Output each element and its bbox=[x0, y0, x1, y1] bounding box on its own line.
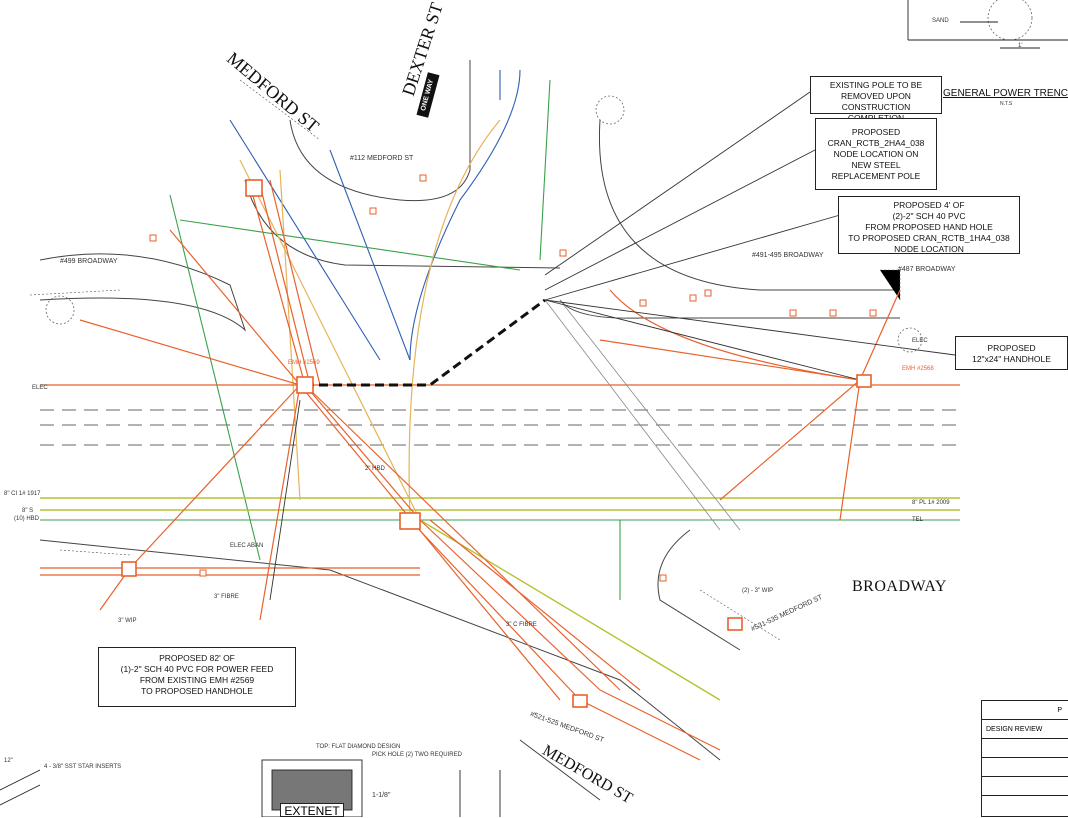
section-title: GENERAL POWER TRENC bbox=[943, 88, 1068, 99]
callout-power-feed: PROPOSED 82' OF (1)-2" SCH 40 PVC FOR PO… bbox=[98, 647, 296, 707]
callout-proposed-handhole: PROPOSED 12"x24" HANDHOLE bbox=[955, 336, 1068, 370]
leader-lines bbox=[269, 91, 956, 601]
trench-dim-label: 1' bbox=[1018, 43, 1023, 49]
water-lines bbox=[229, 69, 521, 361]
proposed-conduit bbox=[305, 298, 546, 387]
wip-2-label: (2) - 3" WIP bbox=[742, 588, 774, 594]
emh-2568-label: EMH #2568 bbox=[902, 366, 934, 372]
gray-lines bbox=[544, 299, 741, 531]
curb-lines bbox=[39, 60, 900, 801]
one-way-sign bbox=[416, 72, 440, 118]
tel-label: TEL bbox=[912, 517, 924, 523]
detail-top-note: TOP: FLAT DIAMOND DESIGN bbox=[316, 744, 401, 750]
tel-lines bbox=[40, 79, 960, 600]
ci-line-label: 8" CI 1# 1917 bbox=[4, 491, 41, 497]
emh-2569-label: EMH #2569 bbox=[288, 360, 320, 366]
detail-inserts: 4 - 3/8" SST STAR INSERTS bbox=[44, 764, 122, 770]
road-centerlines bbox=[40, 409, 960, 446]
gas-lines bbox=[239, 119, 501, 521]
fibre-label: 3" FIBRE bbox=[214, 594, 239, 600]
hbd-2-label: 2" HBD bbox=[365, 466, 385, 472]
callout-existing-pole: EXISTING POLE TO BE REMOVED UPON CONSTRU… bbox=[810, 76, 942, 123]
electric-lines bbox=[40, 179, 960, 761]
title-block-design-review: DESIGN REVIEW bbox=[982, 720, 1068, 739]
handhole-lid-label: EXTENET bbox=[280, 803, 344, 818]
detail-dim-left: 12" bbox=[4, 758, 13, 764]
elec-label-left: ELEC bbox=[32, 385, 48, 391]
s-line-label: 8" S bbox=[22, 508, 34, 514]
manholes bbox=[121, 179, 872, 708]
trench-detail bbox=[907, 0, 1068, 49]
detail-pick-note: PICK HOLE (2) TWO REQUIRED bbox=[372, 752, 462, 758]
callout-proposed-node: PROPOSED CRAN_RCTB_2HA4_038 NODE LOCATIO… bbox=[815, 118, 937, 190]
detail-dim: 1-1/8" bbox=[372, 792, 391, 799]
address-499: #499 BROADWAY bbox=[60, 258, 118, 265]
hbd-line-label: (10) HBD bbox=[14, 516, 40, 522]
trees bbox=[45, 0, 1033, 353]
address-491: #491-495 BROADWAY bbox=[752, 252, 824, 259]
wip-label: 3" WIP bbox=[118, 618, 137, 624]
title-block-header: P bbox=[982, 701, 1068, 720]
elec-aban-label: ELEC ABAN bbox=[230, 543, 264, 549]
elec-label-right: ELEC bbox=[912, 338, 928, 344]
pl-line-label: 8" PL 1# 2009 bbox=[912, 500, 950, 506]
street-label-broadway: BROADWAY bbox=[852, 578, 947, 595]
markers bbox=[149, 174, 877, 582]
title-block: P DESIGN REVIEW bbox=[981, 700, 1068, 817]
c-fibre-label: 3" C FIBRE bbox=[506, 622, 537, 628]
address-487: #487 BROADWAY bbox=[898, 266, 956, 273]
pl-lines bbox=[40, 497, 960, 701]
trench-sand-label: SAND bbox=[932, 18, 949, 24]
address-112: #112 MEDFORD ST bbox=[350, 155, 414, 162]
section-scale: N.T.S bbox=[1000, 101, 1013, 107]
callout-proposed-conduit: PROPOSED 4' OF (2)-2" SCH 40 PVC FROM PR… bbox=[838, 196, 1020, 254]
